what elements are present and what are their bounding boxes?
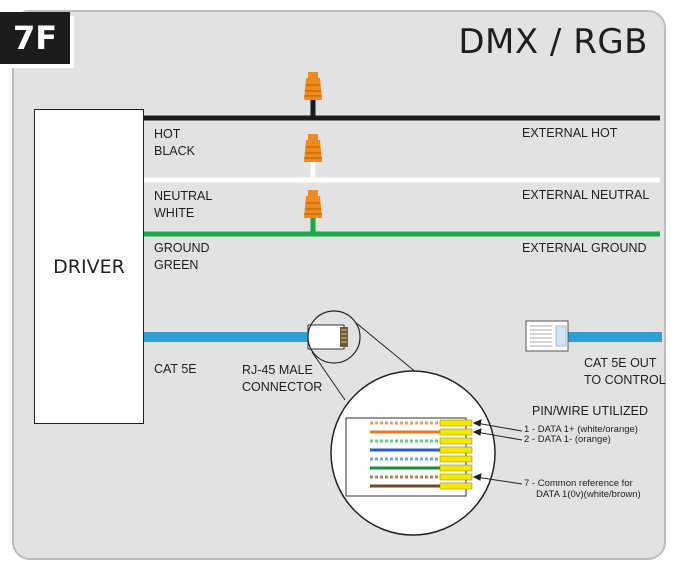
rj45-jack-icon	[525, 320, 569, 352]
pin7-label-line1: 7 - Common reference for	[524, 478, 633, 489]
rj45-gold-contacts	[439, 419, 473, 490]
pinout-heading: PIN/WIRE UTILIZED	[532, 404, 648, 418]
black-label: BLACK	[154, 144, 195, 158]
external-ground-label: EXTERNAL GROUND	[522, 241, 647, 255]
driver-label: DRIVER	[53, 255, 125, 278]
rj45-connector-icon	[307, 324, 348, 350]
ground-label: GROUND	[154, 241, 210, 255]
rj45-label-line1: RJ-45 MALE	[242, 363, 313, 377]
pin2-label: 2 - DATA 1- (orange)	[524, 434, 611, 445]
rj45-wire-bundle	[370, 421, 440, 488]
pin-callout-arrows	[472, 419, 523, 485]
wire-nut-icon	[304, 72, 322, 100]
neutral-label: NEUTRAL	[154, 189, 213, 203]
cat5-out-label-line2: TO CONTROL	[584, 373, 666, 387]
cat5-out-label-line1: CAT 5E OUT	[584, 356, 657, 370]
wire-nut-icon	[304, 190, 322, 218]
green-label: GREEN	[154, 258, 199, 272]
section-badge: 7F	[0, 12, 70, 64]
cat5-label: CAT 5E	[154, 362, 197, 376]
cat5-cable-left	[144, 332, 310, 342]
wire-nut-icon	[304, 134, 322, 162]
diagram-title: DMX / RGB	[458, 22, 648, 62]
hot-label: HOT	[154, 127, 181, 141]
pin7-label-line2: DATA 1(0v)(white/brown)	[536, 489, 641, 500]
rj45-label-line2: CONNECTOR	[242, 380, 323, 394]
external-neutral-label: EXTERNAL NEUTRAL	[522, 188, 650, 202]
external-hot-label: EXTERNAL HOT	[522, 126, 618, 140]
driver-box: DRIVER	[34, 109, 144, 424]
pin1-label: 1 - DATA 1+ (white/orange)	[524, 424, 638, 435]
white-label: WHITE	[154, 206, 195, 220]
connector-magnifier-circle	[307, 310, 361, 364]
cat5-cable-right	[568, 332, 662, 342]
